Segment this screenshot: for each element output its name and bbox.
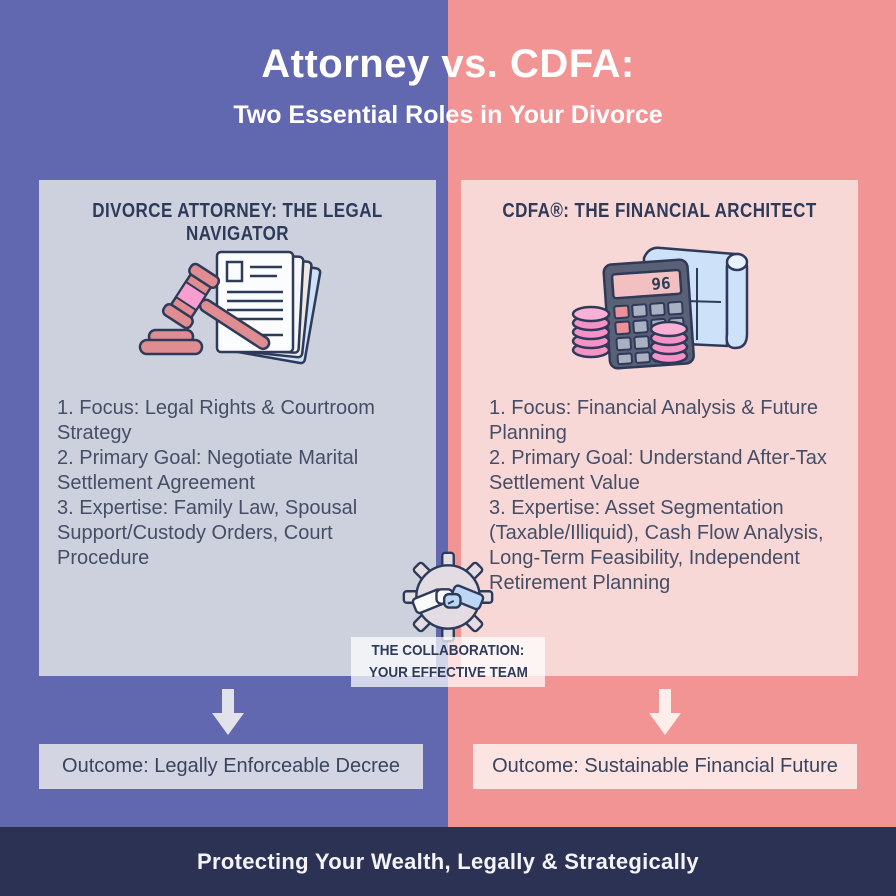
collaboration-label-line1: THE COLLABORATION: <box>371 642 525 659</box>
collaboration-label-line2: YOUR EFFECTIVE TEAM <box>368 664 528 681</box>
calculator-coins-blueprint-icon: 96 <box>571 246 749 370</box>
title-block: Attorney vs. CDFA: Two Essential Roles i… <box>0 42 896 130</box>
attorney-item-expertise: 3. Expertise: Family Law, Spousal Suppor… <box>57 497 358 569</box>
calculator-display-value: 96 <box>651 273 672 293</box>
left-down-arrow-icon <box>212 689 244 735</box>
cdfa-item-expertise: 3. Expertise: Asset Segmentation (Taxabl… <box>489 497 824 594</box>
cdfa-outcome-text: Outcome: Sustainable Financial Future <box>492 755 838 777</box>
cdfa-card: CDFA®: THE FINANCIAL ARCHITECT 96 <box>461 180 858 676</box>
collaboration-label: THE COLLABORATION: YOUR EFFECTIVE TEAM <box>351 637 545 687</box>
gavel-documents-icon <box>138 250 322 365</box>
right-down-arrow-icon <box>649 689 681 735</box>
attorney-card: DIVORCE ATTORNEY: THE LEGAL NAVIGATOR <box>39 180 436 676</box>
cdfa-feature-list: 1. Focus: Financial Analysis & Future Pl… <box>489 396 841 596</box>
attorney-outcome-text: Outcome: Legally Enforceable Decree <box>62 755 400 777</box>
page-title: Attorney vs. CDFA: <box>261 42 635 86</box>
attorney-item-focus: 1. Focus: Legal Rights & Courtroom Strat… <box>57 397 375 444</box>
footer-banner: Protecting Your Wealth, Legally & Strate… <box>0 827 896 896</box>
attorney-outcome-bar: Outcome: Legally Enforceable Decree <box>39 744 423 789</box>
cdfa-item-goal: 2. Primary Goal: Understand After-Tax Se… <box>489 447 827 494</box>
cdfa-card-title: CDFA®: THE FINANCIAL ARCHITECT <box>502 200 817 222</box>
attorney-item-goal: 2. Primary Goal: Negotiate Marital Settl… <box>57 447 359 494</box>
cdfa-outcome-bar: Outcome: Sustainable Financial Future <box>473 744 857 789</box>
attorney-feature-list: 1. Focus: Legal Rights & Courtroom Strat… <box>57 396 399 571</box>
page-subtitle: Two Essential Roles in Your Divorce <box>233 101 663 129</box>
cdfa-item-focus: 1. Focus: Financial Analysis & Future Pl… <box>489 397 819 444</box>
gear-handshake-icon <box>402 551 494 643</box>
footer-tagline: Protecting Your Wealth, Legally & Strate… <box>197 848 699 874</box>
attorney-card-title: DIVORCE ATTORNEY: THE LEGAL NAVIGATOR <box>92 200 383 245</box>
